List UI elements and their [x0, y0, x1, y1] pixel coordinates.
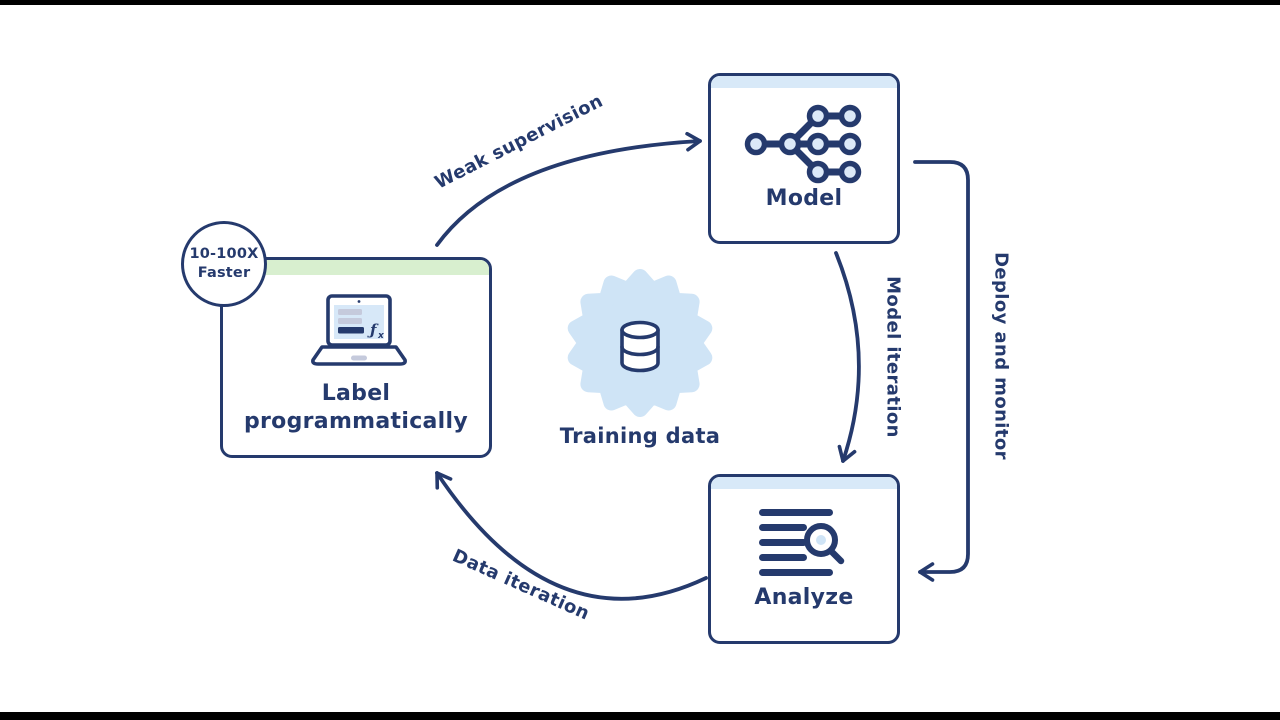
model-box: Model: [708, 73, 900, 244]
model-box-title: Model: [765, 186, 843, 211]
training-data-caption: Training data: [559, 424, 721, 448]
analyze-box: Analyze: [708, 474, 900, 644]
label-box-title: Label programmatically: [223, 380, 489, 436]
data-iteration-arrow: [435, 471, 708, 601]
database-icon: [620, 320, 660, 373]
label-box-accent-strip: [223, 260, 489, 275]
label-programmatically-box: ƒ x Label programmatically: [220, 257, 492, 458]
model-iteration-arrow: [834, 251, 861, 463]
svg-text:ƒ: ƒ: [367, 321, 379, 339]
letterbox-bottom: [0, 712, 1280, 720]
network-nodes-icon: [744, 103, 864, 189]
laptop-code-icon: ƒ x: [309, 293, 409, 377]
weak-supervision-arrow: [435, 131, 702, 247]
letterbox-top: [0, 0, 1280, 5]
report-magnifier-icon: [757, 507, 857, 589]
model-box-accent-strip: [711, 76, 897, 88]
deploy-monitor-arrow: [913, 160, 970, 582]
label-box-title-line2: programmatically: [243, 409, 468, 434]
analyze-box-title: Analyze: [754, 585, 854, 610]
analyze-box-accent-strip: [711, 477, 897, 489]
deploy-monitor-label: Deploy and monitor: [990, 252, 1012, 460]
speed-badge: 10-100X Faster: [181, 221, 267, 307]
speed-badge-line2: Faster: [197, 265, 251, 281]
speed-badge-line1: 10-100X: [189, 246, 259, 262]
svg-text:x: x: [377, 331, 385, 341]
model-iteration-label: Model iteration: [882, 276, 904, 438]
label-box-title-line1: Label: [321, 381, 391, 406]
